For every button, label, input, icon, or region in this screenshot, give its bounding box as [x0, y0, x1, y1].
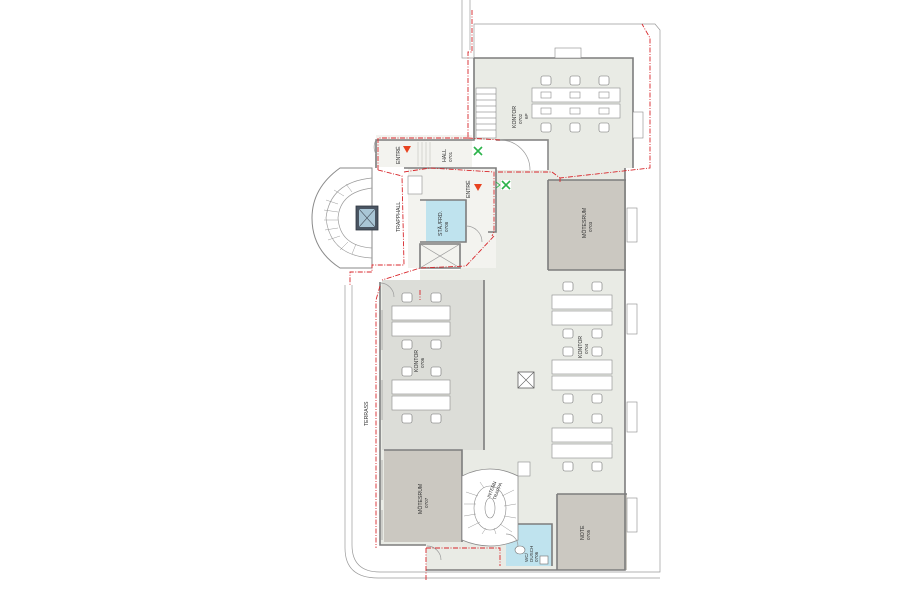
svg-text:MÖTESRUM: MÖTESRUM [581, 208, 588, 238]
room-label-kontor-0702: KONTOR 0702 6P [512, 106, 529, 128]
hall-stripes [417, 142, 431, 166]
svg-text:0701: 0701 [448, 151, 453, 162]
room-label-motesrum-0703: MÖTESRUM 0703 [581, 208, 593, 238]
stair-flight [475, 87, 497, 139]
svg-text:TERRASS: TERRASS [364, 401, 370, 426]
desks-office-0704 [551, 281, 613, 472]
spiral-stair-icon [311, 167, 373, 269]
internal-spiral-stair [461, 468, 519, 547]
room-label-stad-0708: STÄ./FRD. 0708 [437, 211, 449, 236]
desks-office-0706 [391, 292, 451, 424]
stair-step [517, 461, 531, 477]
svg-text:ENTRÉ: ENTRÉ [395, 146, 402, 164]
svg-text:0708: 0708 [444, 221, 449, 232]
fire-extinguisher-icon [403, 146, 482, 191]
svg-text:WC/: WC/ [524, 552, 529, 562]
windows [554, 47, 644, 533]
room-label-intern-trappa: INTERN TRAPPA [486, 481, 504, 501]
svg-text:0705: 0705 [586, 529, 591, 540]
svg-text:KONTOR: KONTOR [512, 106, 518, 128]
emergency-exit-icon [473, 146, 511, 190]
svg-text:TRAPPHALL: TRAPPHALL [396, 202, 402, 232]
site-boundary [344, 0, 661, 579]
room-label-entre-top: ENTRÉ [395, 146, 402, 164]
room-label-kontor-0704: KONTOR 0704 [578, 336, 589, 358]
svg-text:ENTRÉ: ENTRÉ [465, 180, 472, 198]
room-label-kontor-0706: KONTOR 0706 [414, 350, 425, 372]
room-label-wc-0706: WC/ DUSCH 0706 [524, 546, 539, 562]
wc-fixtures [514, 545, 549, 565]
desks-office-0702 [531, 75, 621, 133]
office-0706-area [382, 280, 484, 450]
svg-text:HALL: HALL [442, 149, 448, 162]
room-label-note-0705: NOTE 0705 [580, 525, 591, 540]
svg-text:NOTE: NOTE [580, 525, 586, 540]
svg-text:0707: 0707 [424, 497, 429, 508]
meeting-room-0707 [384, 450, 462, 542]
svg-text:MÖTESRUM: MÖTESRUM [417, 484, 424, 514]
svg-text:0706: 0706 [420, 357, 425, 368]
storage-room-0708 [426, 200, 466, 242]
room-label-hall-0701: HALL 0701 [442, 149, 453, 162]
svg-text:0704: 0704 [584, 343, 589, 354]
svg-text:0703: 0703 [588, 221, 593, 232]
shaft-icon [517, 371, 535, 389]
svg-text:0706: 0706 [534, 551, 539, 562]
svg-text:DUSCH: DUSCH [529, 546, 534, 562]
svg-text:KONTOR: KONTOR [414, 350, 420, 372]
area-label-terrass: TERRASS [364, 401, 370, 426]
meeting-room-0703 [548, 180, 626, 270]
svg-text:STÄ./FRD.: STÄ./FRD. [437, 211, 444, 236]
svg-text:TRAPPA: TRAPPA [492, 481, 504, 500]
room-label-motesrum-0707: MÖTESRUM 0707 [417, 484, 429, 514]
door-swings [373, 139, 549, 561]
escape-route [349, 10, 651, 580]
svg-text:0702: 0702 [518, 113, 523, 124]
svg-text:6P: 6P [524, 113, 529, 119]
room-label-entre-mid: ENTRÉ [465, 180, 472, 198]
elevator-icon [355, 205, 379, 231]
note-room-0705 [557, 494, 627, 570]
svg-text:KONTOR: KONTOR [578, 336, 584, 358]
room-label-trapphall: TRAPPHALL [396, 202, 402, 232]
svg-text:INTERN: INTERN [486, 481, 497, 499]
stair-landing [407, 175, 423, 195]
